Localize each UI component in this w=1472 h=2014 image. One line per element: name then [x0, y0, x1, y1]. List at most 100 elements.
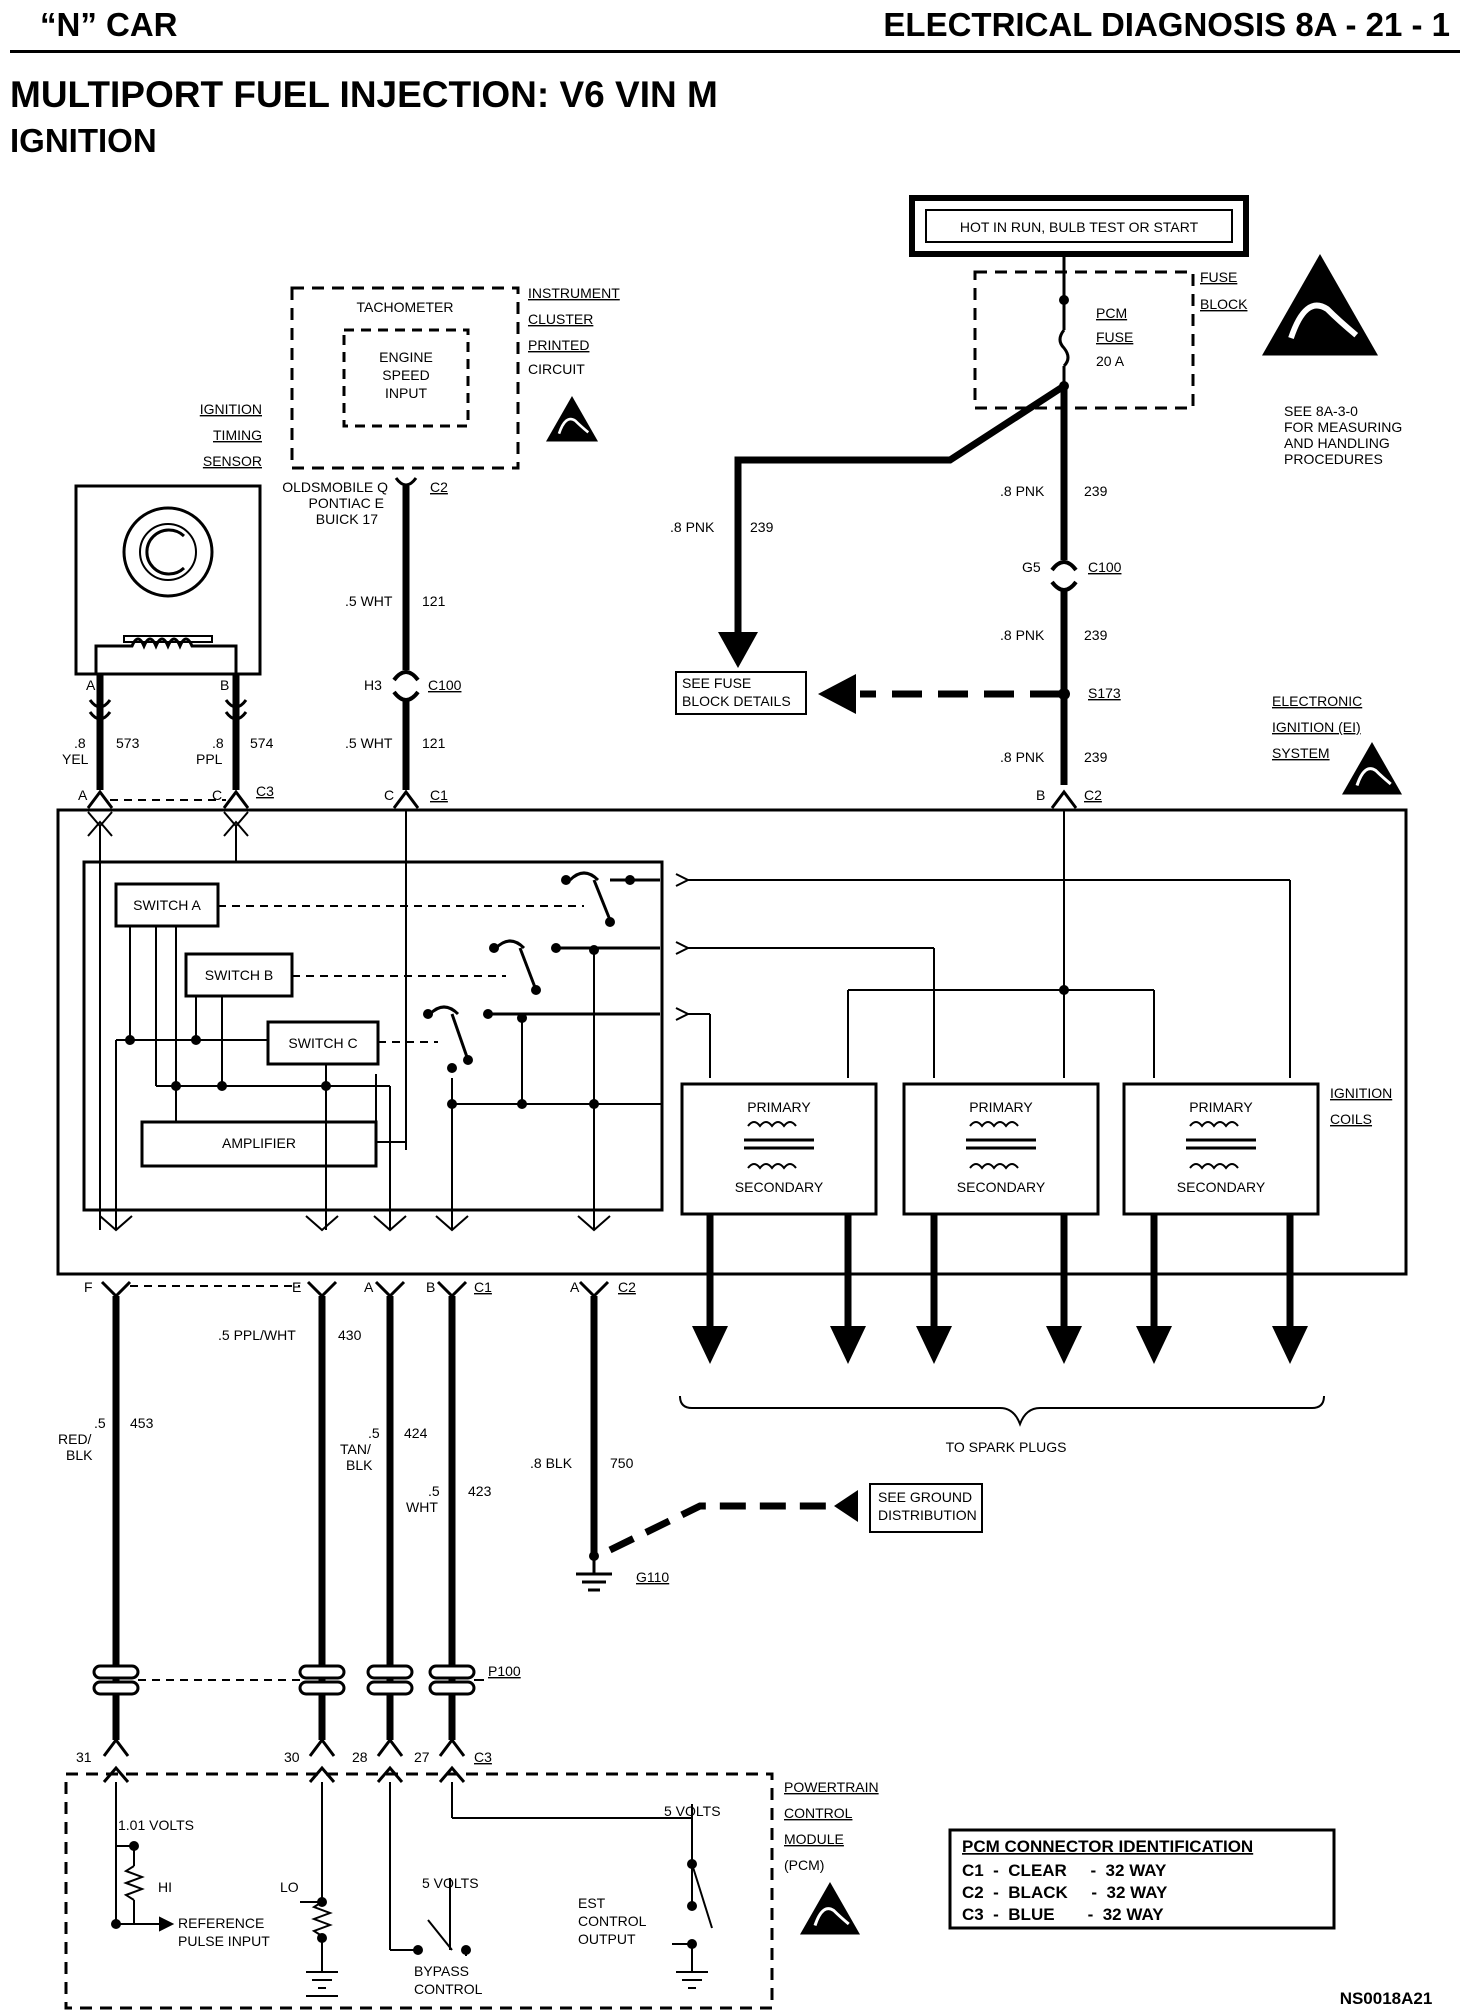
connector-id-table — [948, 1828, 1336, 1930]
pcm-reference-1: REFERENCE — [178, 1915, 264, 1931]
ignition-module-outline — [82, 860, 664, 1212]
c2-pin-a: A — [570, 1279, 580, 1295]
sensor-pin-b: B — [220, 677, 229, 693]
cluster-connector-c2: C2 — [430, 479, 448, 495]
splice-s173-node — [1058, 688, 1070, 700]
wire-573-gauge: .8 — [74, 735, 86, 751]
wire-574-circuit: 574 — [250, 735, 274, 751]
c1-name-bottom: C1 — [474, 1279, 492, 1295]
cluster-label-3: PRINTED — [528, 337, 589, 353]
engine-speed-1: ENGINE — [379, 349, 433, 365]
pcm-outline — [64, 1772, 774, 2010]
page-title: MULTIPORT FUEL INJECTION: V6 VIN M — [10, 74, 718, 115]
c3-pin-a: A — [78, 787, 88, 803]
wire-750-circuit: 750 — [610, 1455, 634, 1471]
wire-239-bottom-gauge: .8 PNK — [1000, 749, 1045, 765]
timing-sensor-box — [74, 484, 262, 676]
pcm-internal-circuit — [115, 1782, 713, 1997]
pcm-label-2: CONTROL — [784, 1805, 853, 1821]
see-fuse-details-box — [675, 671, 807, 715]
wire-750-gauge: .8 BLK — [530, 1455, 573, 1471]
wire-574-gauge: .8 — [212, 735, 224, 751]
esd-warning-icon-pcm — [798, 1880, 862, 1936]
splice-s173: S173 — [1088, 685, 1121, 701]
pcm-pin-31: 31 — [76, 1749, 92, 1765]
wire-121-bottom-gauge: .5 WHT — [345, 735, 393, 751]
connector-id-row-2: C2 - BLACK - 32 WAY — [962, 1883, 1168, 1902]
ei-label-3: SYSTEM — [1272, 745, 1330, 761]
cluster-label-4: CIRCUIT — [528, 361, 585, 377]
ei-label-2: IGNITION (EI) — [1272, 719, 1361, 735]
fuse-block-label-2: BLOCK — [1200, 296, 1248, 312]
c1-pin-b: B — [426, 1279, 435, 1295]
wire-453-gauge: .5 — [94, 1415, 106, 1431]
wire-121-bottom-circuit: 121 — [422, 735, 446, 751]
wire-239-top-gauge: .8 PNK — [1000, 483, 1045, 499]
pcm-fuse-label-2: FUSE — [1096, 329, 1133, 345]
see-ground-2: DISTRIBUTION — [878, 1507, 977, 1523]
switch-contacts — [428, 871, 660, 1061]
connector-id-row-3: C3 - BLUE - 32 WAY — [962, 1905, 1164, 1924]
cluster-pin-3: BUICK 17 — [316, 511, 378, 527]
arrow-to-fuse-details — [718, 632, 758, 668]
header-rule — [10, 50, 1460, 53]
c1-pin-f: F — [84, 1279, 93, 1295]
c2-name-bottom: C2 — [618, 1279, 636, 1295]
wire-239-mid-gauge: .8 PNK — [1000, 627, 1045, 643]
coil-feed-wires — [675, 873, 1291, 1078]
ignition-coils-label-1: IGNITION — [1330, 1085, 1392, 1101]
wire-424-color-1: TAN/ — [340, 1441, 371, 1457]
wire-573-circuit: 573 — [116, 735, 140, 751]
pcm-hi: HI — [158, 1879, 172, 1895]
wire-423-color: WHT — [406, 1499, 438, 1515]
cluster-c1-name: C1 — [430, 787, 448, 803]
cluster-pin-2: PONTIAC E — [309, 495, 384, 511]
cluster-c1-pin: C — [384, 787, 394, 803]
switch-b-label: SWITCH B — [205, 967, 273, 983]
ground-g110-icon — [576, 1556, 612, 1592]
esd-note-1: SEE 8A-3-0 — [1284, 403, 1358, 419]
esd-note-4: PROCEDURES — [1284, 451, 1383, 467]
esd-warning-icon-main — [1262, 254, 1378, 356]
wire-239-top-circuit: 239 — [1084, 483, 1108, 499]
coil3-secondary: SECONDARY — [1177, 1179, 1266, 1195]
c2-pin-b: B — [1036, 787, 1045, 803]
fuse-element-icon — [1058, 329, 1070, 368]
pcm-est-1: EST — [578, 1895, 606, 1911]
pcm-5v-est: 5 VOLTS — [664, 1803, 721, 1819]
wire-239-left-gauge: .8 PNK — [670, 519, 715, 535]
pcm-fuse-label-1: PCM — [1096, 305, 1127, 321]
page-subtitle: IGNITION — [10, 122, 157, 159]
wire-574-color: PPL — [196, 751, 223, 767]
wire-453-color-2: BLK — [66, 1447, 93, 1463]
coil3-primary: PRIMARY — [1189, 1099, 1253, 1115]
pcm-5v-bypass: 5 VOLTS — [422, 1875, 479, 1891]
arrow-left-dashed — [818, 674, 856, 714]
dashed-to-ground-dist — [608, 1502, 836, 1554]
ei-module-outline — [56, 808, 1408, 1276]
coil1-secondary: SECONDARY — [735, 1179, 824, 1195]
c3-pin-c: C — [212, 787, 222, 803]
c100-connector-bottom — [1050, 580, 1078, 592]
ground-g110-label: G110 — [636, 1569, 669, 1585]
cluster-label-2: CLUSTER — [528, 311, 593, 327]
coil2-primary: PRIMARY — [969, 1099, 1033, 1115]
engine-speed-input-box — [342, 328, 470, 428]
amplifier-box — [140, 1120, 378, 1168]
wire-453-circuit: 453 — [130, 1415, 154, 1431]
connector-id-row-1: C1 - CLEAR - 32 WAY — [962, 1861, 1167, 1880]
fuse-block-outline — [973, 270, 1195, 410]
wire-121-top-gauge: .5 WHT — [345, 593, 393, 609]
pcm-fuse-label-3: 20 A — [1096, 353, 1125, 369]
wire-424-gauge: .5 — [368, 1425, 380, 1441]
tachometer-label: TACHOMETER — [357, 299, 454, 315]
wire-423-circuit: 423 — [468, 1483, 492, 1499]
instrument-cluster-outline — [290, 286, 520, 470]
see-ground-1: SEE GROUND — [878, 1489, 972, 1505]
cluster-label-1: INSTRUMENT — [528, 285, 620, 301]
wire-430-gauge: .5 PPL/WHT — [218, 1327, 296, 1343]
hot-in-run-text: HOT IN RUN, BULB TEST OR START — [960, 219, 1199, 235]
wire-239-mid-circuit: 239 — [1084, 627, 1108, 643]
pcm-est-3: OUTPUT — [578, 1931, 636, 1947]
wire-239-left-circuit: 239 — [750, 519, 774, 535]
